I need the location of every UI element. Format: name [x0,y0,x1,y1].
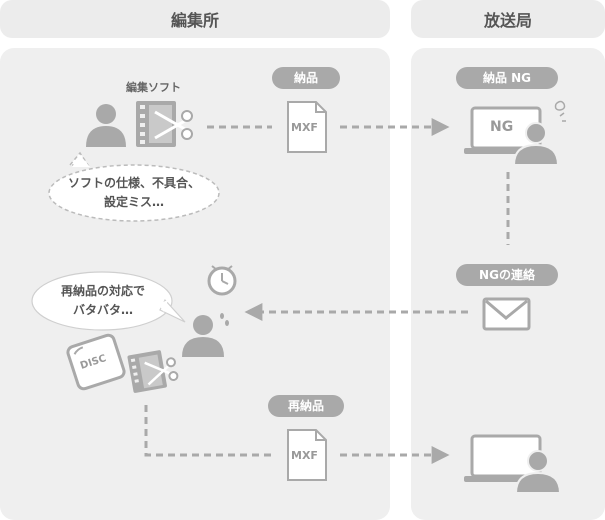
software-issue-line-2: 設定ミス… [103,195,164,209]
software-issue-text: ソフトの仕様、不具合、 設定ミス… [52,174,216,212]
editing-software-label: 編集ソフト [126,81,181,94]
rush-bubble [31,271,186,331]
rush-line-1: 再納品の対応で [60,284,145,298]
confused-swirl-icon [554,100,566,122]
delivery-pill: 納品 [272,67,340,89]
rush-text: 再納品の対応で バタバタ… [36,282,170,320]
sweat-drops-icon [220,313,229,326]
redelivery-pill: 再納品 [268,395,344,417]
delivery-ng-pill: 納品 NG [456,67,558,89]
editing-house-header: 編集所 [0,0,390,38]
broadcaster-person-ng-icon [512,122,560,166]
disc-icon [66,333,126,391]
mxf-label-redelivery: MXF [291,449,318,462]
broadcaster-header: 放送局 [411,0,605,38]
rushed-editor-person-icon [182,315,224,357]
redelivery-line-1 [144,405,272,457]
mxf-file-icon-redelivery [287,429,327,481]
clock-icon [207,265,237,296]
broadcaster-person-icon [514,450,562,494]
editor-person-icon [86,104,126,147]
mxf-file-icon-delivery [287,101,327,153]
software-issue-bubble [48,151,220,222]
rush-line-2: バタバタ… [72,303,133,317]
mail-icon [482,297,531,331]
editing-software-icon [136,101,193,147]
editing-software-icon-small [127,350,179,393]
software-issue-line-1: ソフトの仕様、不具合、 [67,176,200,190]
ng-screen-label: NG [490,119,514,135]
ng-contact-pill: NGの連絡 [456,264,558,286]
mxf-label-delivery: MXF [291,121,318,134]
